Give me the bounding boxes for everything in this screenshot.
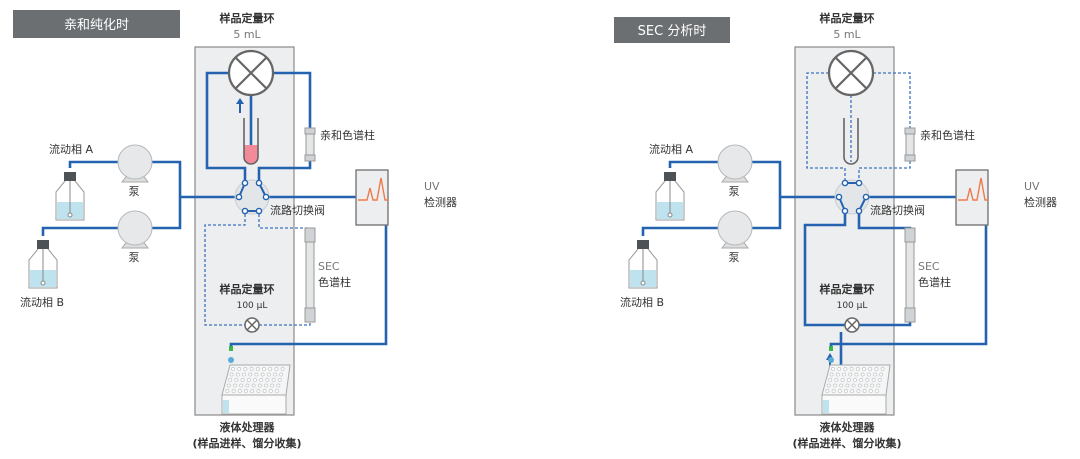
pump-b-label: 泵	[729, 251, 740, 264]
small-loop-volume: 100 µL	[237, 301, 268, 311]
liquid-handler-housing	[794, 46, 895, 416]
pump-a-icon	[117, 144, 153, 183]
uv-detector-icon	[955, 169, 989, 226]
uv-label: UV	[424, 180, 440, 193]
mobile-phase-a-label: 流动相 A	[49, 142, 93, 156]
affinity-column-label: 亲和色谱柱	[920, 128, 975, 142]
large-loop-label: 样品定量环	[220, 11, 275, 25]
bottle-a-icon	[55, 172, 85, 221]
well-plate-icon	[221, 364, 291, 415]
bottle-b-icon	[628, 240, 658, 289]
sec-column-icon	[304, 227, 316, 323]
small-sample-loop-icon	[244, 317, 260, 333]
pump-b-icon	[717, 210, 753, 249]
sec-label: SEC	[918, 260, 940, 273]
uv-detector-label: 检测器	[424, 195, 457, 209]
pump-b-label: 泵	[129, 251, 140, 264]
liquid-handler-label: 液体处理器	[220, 420, 276, 434]
mobile-phase-b-label: 流动相 B	[20, 295, 64, 309]
large-loop-volume: 5 mL	[833, 28, 861, 41]
bottle-b-icon	[28, 240, 58, 289]
small-loop-volume: 100 µL	[837, 301, 868, 311]
sec-column-icon	[904, 227, 916, 323]
liquid-handler-label: 液体处理器	[820, 420, 876, 434]
liquid-handler-sublabel: (样品进样、馏分收集)	[192, 436, 301, 450]
switching-valve-icon	[234, 179, 270, 215]
affinity-flow-path	[806, 72, 911, 180]
sample-tube-icon	[243, 118, 259, 165]
small-sample-loop-icon	[844, 317, 860, 333]
mobile-phase-a-label: 流动相 A	[649, 142, 693, 156]
pump-b-icon	[117, 210, 153, 249]
bottle-a-icon	[655, 172, 685, 221]
mobile-phase-b-label: 流动相 B	[620, 295, 664, 309]
small-loop-label: 样品定量环	[820, 282, 875, 296]
panel-title-badge: 亲和纯化时	[13, 10, 180, 38]
affinity-column-icon	[304, 127, 316, 162]
pump-a-icon	[717, 144, 753, 183]
panel-title: 亲和纯化时	[64, 18, 129, 33]
affinity-column-label: 亲和色谱柱	[320, 128, 375, 142]
sec-column-label: 色谱柱	[318, 275, 351, 289]
large-sample-loop-icon	[827, 49, 875, 97]
valve-label: 流路切换阀	[870, 203, 925, 217]
well-plate-icon	[821, 364, 891, 415]
liquid-handler-housing	[194, 46, 295, 416]
large-sample-loop-icon	[227, 49, 275, 97]
sec-label: SEC	[318, 260, 340, 273]
mobile-phase-line	[41, 160, 237, 236]
affinity-flow-path	[205, 71, 312, 180]
switching-valve-icon	[834, 179, 870, 215]
sec-column-label: 色谱柱	[918, 275, 951, 289]
uv-detector-icon	[355, 169, 389, 226]
uv-detector-label: 检测器	[1024, 195, 1057, 209]
arrow-up-icon	[236, 98, 244, 113]
small-loop-label: 样品定量环	[220, 282, 275, 296]
panel-affinity: 亲和纯化时样品定量环5 mL 亲和色谱柱SEC色谱柱样品定量环100 µL 流路…	[13, 10, 457, 450]
mobile-phase-line	[641, 160, 837, 236]
valve-label: 流路切换阀	[270, 203, 325, 217]
panel-title: SEC 分析时	[638, 24, 707, 39]
pump-a-label: 泵	[129, 185, 140, 198]
pump-a-label: 泵	[729, 185, 740, 198]
affinity-column-icon	[904, 127, 916, 162]
panel-title-badge: SEC 分析时	[614, 17, 730, 43]
large-loop-label: 样品定量环	[820, 11, 875, 25]
sample-tube-icon	[843, 118, 859, 165]
liquid-handler-sublabel: (样品进样、馏分收集)	[792, 436, 901, 450]
large-loop-volume: 5 mL	[233, 28, 261, 41]
uv-label: UV	[1024, 180, 1040, 193]
